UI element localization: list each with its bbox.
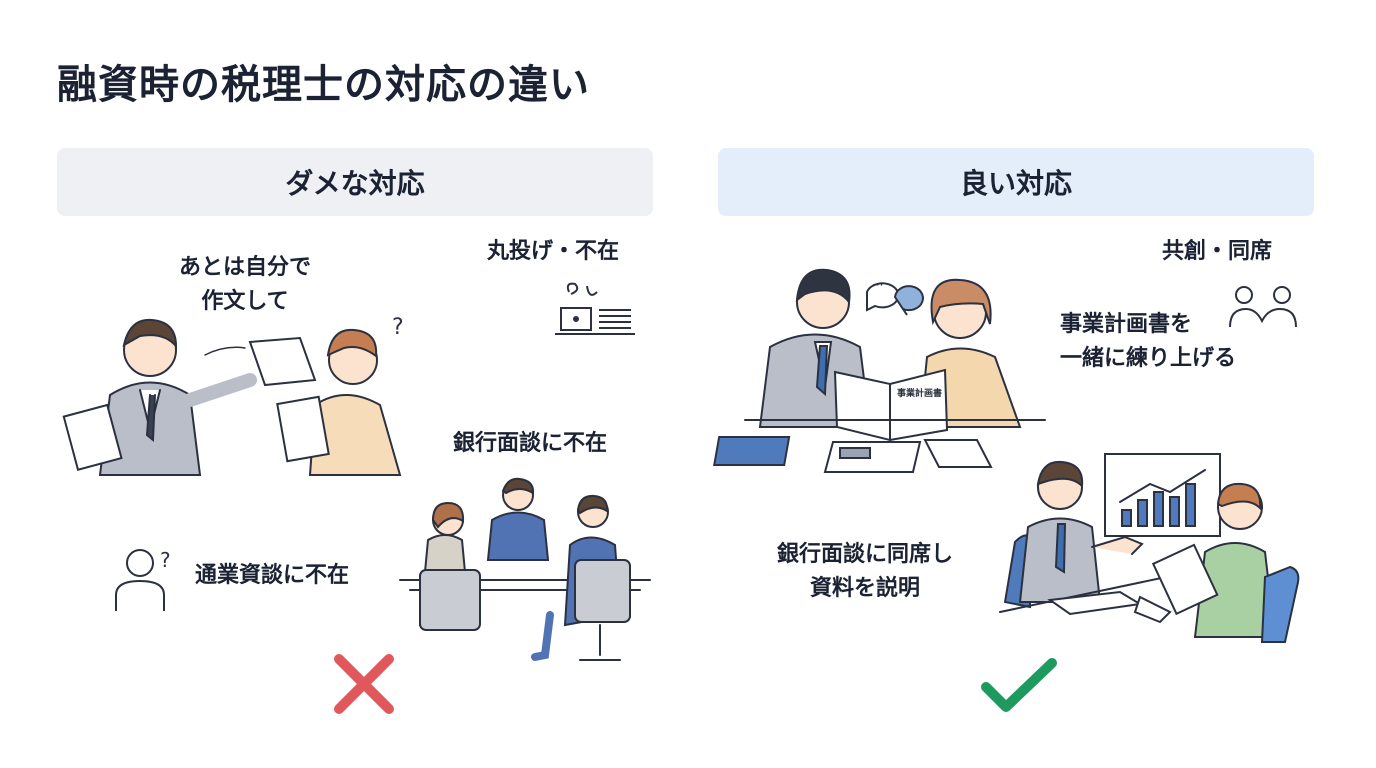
- meeting-absent-label: 通業資談に不在: [195, 563, 350, 588]
- advisor-throwing-papers-illustration: ?: [62, 315, 404, 476]
- cocreate-label: 共創・同席: [1162, 239, 1273, 264]
- speech-line-1: あとは自分で: [178, 255, 311, 280]
- plan-line-1: 事業計画書を: [1060, 312, 1193, 337]
- plan-line-2: 一緒に練り上げる: [1060, 346, 1237, 371]
- throw-absent-label: 丸投げ・不在: [487, 239, 620, 264]
- plan-document-label: 事業計画書: [897, 387, 942, 399]
- svg-text:?: ?: [160, 548, 171, 572]
- bank-line-2: 資料を説明: [809, 576, 920, 601]
- bank-attend-text: 銀行面談に同席し 資料を説明: [765, 538, 965, 606]
- bank-meeting-attend-illustration: [999, 453, 1300, 643]
- x-mark-icon: [334, 654, 394, 714]
- two-people-icon: [1229, 286, 1297, 328]
- person-question-icon: ?: [115, 548, 171, 611]
- bank-line-1: 銀行面談に同席し: [776, 542, 953, 567]
- speech-line-2: 作文して: [201, 289, 289, 314]
- laptop-absent-icon: [555, 282, 635, 335]
- page-title: 融資時の税理士の対応の違い: [57, 62, 590, 108]
- svg-text:···: ···: [872, 278, 883, 292]
- bank-meeting-absent-illustration: [399, 477, 651, 661]
- bank-absent-label: 銀行面談に不在: [453, 431, 608, 456]
- check-mark-icon: [981, 658, 1057, 712]
- svg-text:?: ?: [392, 315, 404, 340]
- good-response-header: 良い対応: [718, 148, 1314, 216]
- plan-text: 事業計画書を 一緒に練り上げる: [1060, 308, 1236, 376]
- cocreating-plan-illustration: ··· 事業計画書: [713, 268, 1046, 473]
- bad-response-header: ダメな対応: [57, 148, 653, 216]
- speech-text: あとは自分で 作文して: [160, 251, 330, 319]
